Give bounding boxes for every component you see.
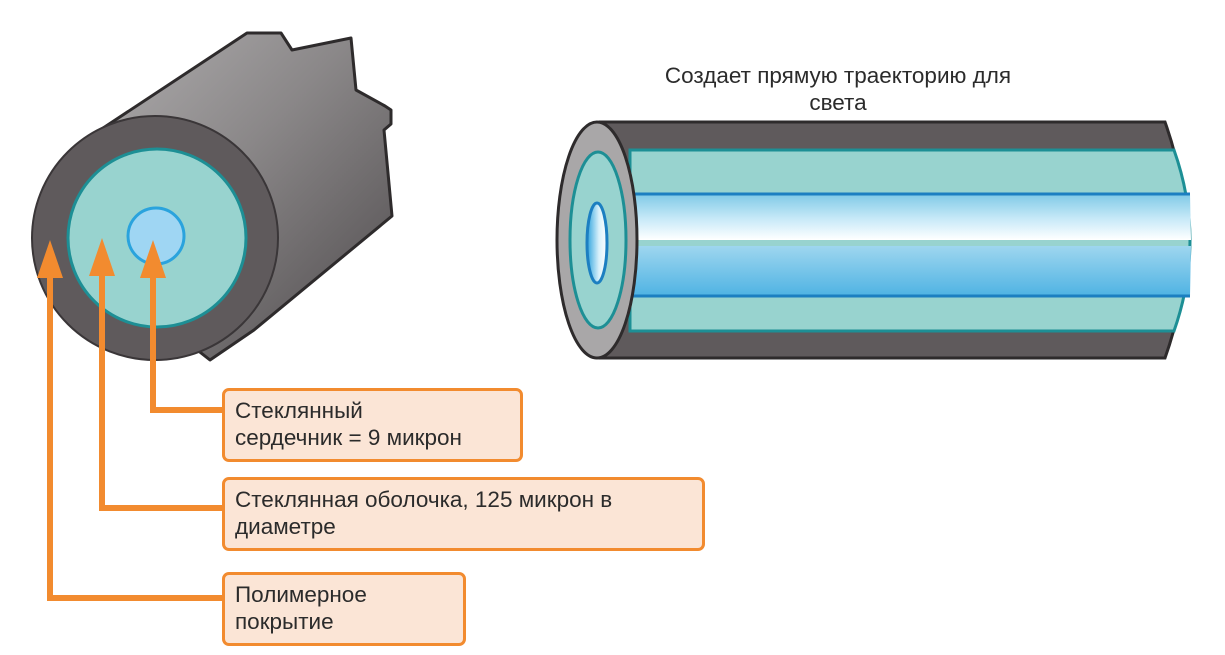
core-leader-line (150, 268, 222, 413)
right-fiber-caption: Создает прямую траекторию для света (664, 63, 1012, 115)
fiber-cross-section (31, 31, 394, 362)
fiber-long-core-upper (620, 194, 1191, 240)
cladding-callout: Стеклянная оболочка, 125 микрон в диамет… (222, 477, 705, 551)
coating-callout: Полимерное покрытие (222, 572, 466, 646)
cladding-arrow-head (89, 238, 115, 276)
fiber-end-core (585, 201, 609, 285)
core-callout: Стеклянный сердечник = 9 микрон (222, 388, 523, 462)
arrow-heads (37, 238, 166, 278)
core-arrow-head (140, 240, 166, 278)
fiber-longitudinal (555, 120, 1192, 360)
fiber-long-core-lower (620, 246, 1191, 296)
cladding-leader-line (99, 263, 222, 511)
leader-arrows (47, 262, 222, 601)
coating-leader-line (47, 262, 222, 601)
coating-arrow-head (37, 240, 63, 278)
